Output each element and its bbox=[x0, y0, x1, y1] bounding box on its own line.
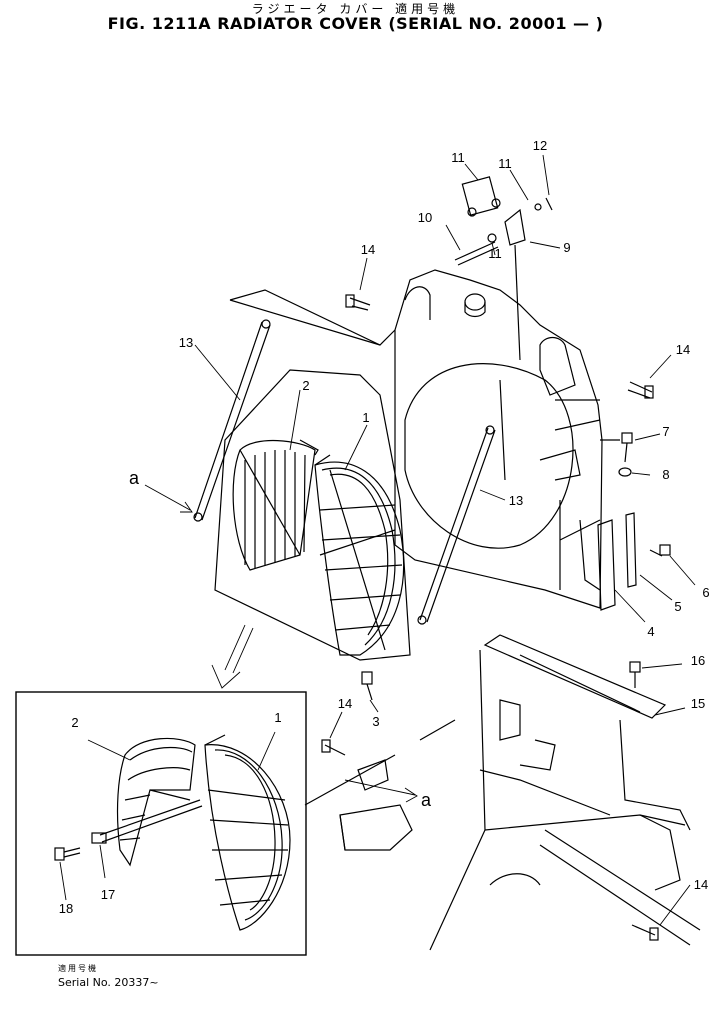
inset-callout-17-2: 17 bbox=[101, 887, 115, 902]
callout-10-9: 10 bbox=[418, 210, 432, 225]
callout-11-12: 11 bbox=[488, 246, 502, 261]
callout-11-10: 11 bbox=[451, 150, 465, 165]
radiator-assembly bbox=[394, 269, 620, 609]
callout-14-17: 14 bbox=[676, 342, 690, 357]
stay-13-left bbox=[193, 319, 271, 522]
callout-16-21: 16 bbox=[691, 653, 705, 668]
callout-7-6: 7 bbox=[662, 424, 669, 439]
cover-part-2 bbox=[232, 439, 319, 571]
small-hardware bbox=[361, 432, 671, 701]
callout-3-2: 3 bbox=[372, 714, 379, 729]
callout-13-14: 13 bbox=[179, 335, 193, 350]
inset-note-serial: Serial No. 20337~ bbox=[58, 976, 159, 989]
cover-part-1 bbox=[314, 454, 405, 656]
callout-8-7: 8 bbox=[662, 467, 669, 482]
stay-13-right bbox=[417, 425, 496, 625]
callout-1-0: 1 bbox=[362, 410, 369, 425]
callout-2-1: 2 bbox=[302, 378, 309, 393]
leader-lines bbox=[144, 154, 696, 926]
figure-title: FIG. 1211A RADIATOR COVER (SERIAL NO. 20… bbox=[107, 14, 604, 33]
callout-14-18: 14 bbox=[338, 696, 352, 711]
callout-6-5: 6 bbox=[702, 585, 709, 600]
cover-outline bbox=[214, 289, 411, 661]
callout-14-19: 14 bbox=[694, 877, 708, 892]
callout-15-20: 15 bbox=[691, 696, 705, 711]
callout-12-13: 12 bbox=[533, 138, 547, 153]
inset-callout-1-0: 1 bbox=[274, 710, 281, 725]
inset-callout-18-3: 18 bbox=[59, 901, 73, 916]
callout-9-8: 9 bbox=[563, 240, 570, 255]
callout-13-15: 13 bbox=[509, 493, 523, 508]
callout-5-4: 5 bbox=[674, 599, 681, 614]
japanese-title: ラジエータ カバー 適用号機 bbox=[251, 2, 460, 16]
callout-14-16: 14 bbox=[361, 242, 375, 257]
callout-4-3: 4 bbox=[647, 624, 654, 639]
inset-callout-2-1: 2 bbox=[71, 715, 78, 730]
bolt-14 bbox=[321, 294, 659, 941]
callout-a-22: a bbox=[129, 468, 140, 488]
callout-11-11: 11 bbox=[498, 156, 512, 171]
callout-a-23: a bbox=[421, 790, 432, 810]
top-bracket-parts bbox=[454, 176, 553, 361]
inset-detail bbox=[15, 691, 307, 956]
frame-and-cover-15 bbox=[304, 634, 701, 951]
inset-note-japanese: 適用号機 bbox=[58, 964, 98, 973]
